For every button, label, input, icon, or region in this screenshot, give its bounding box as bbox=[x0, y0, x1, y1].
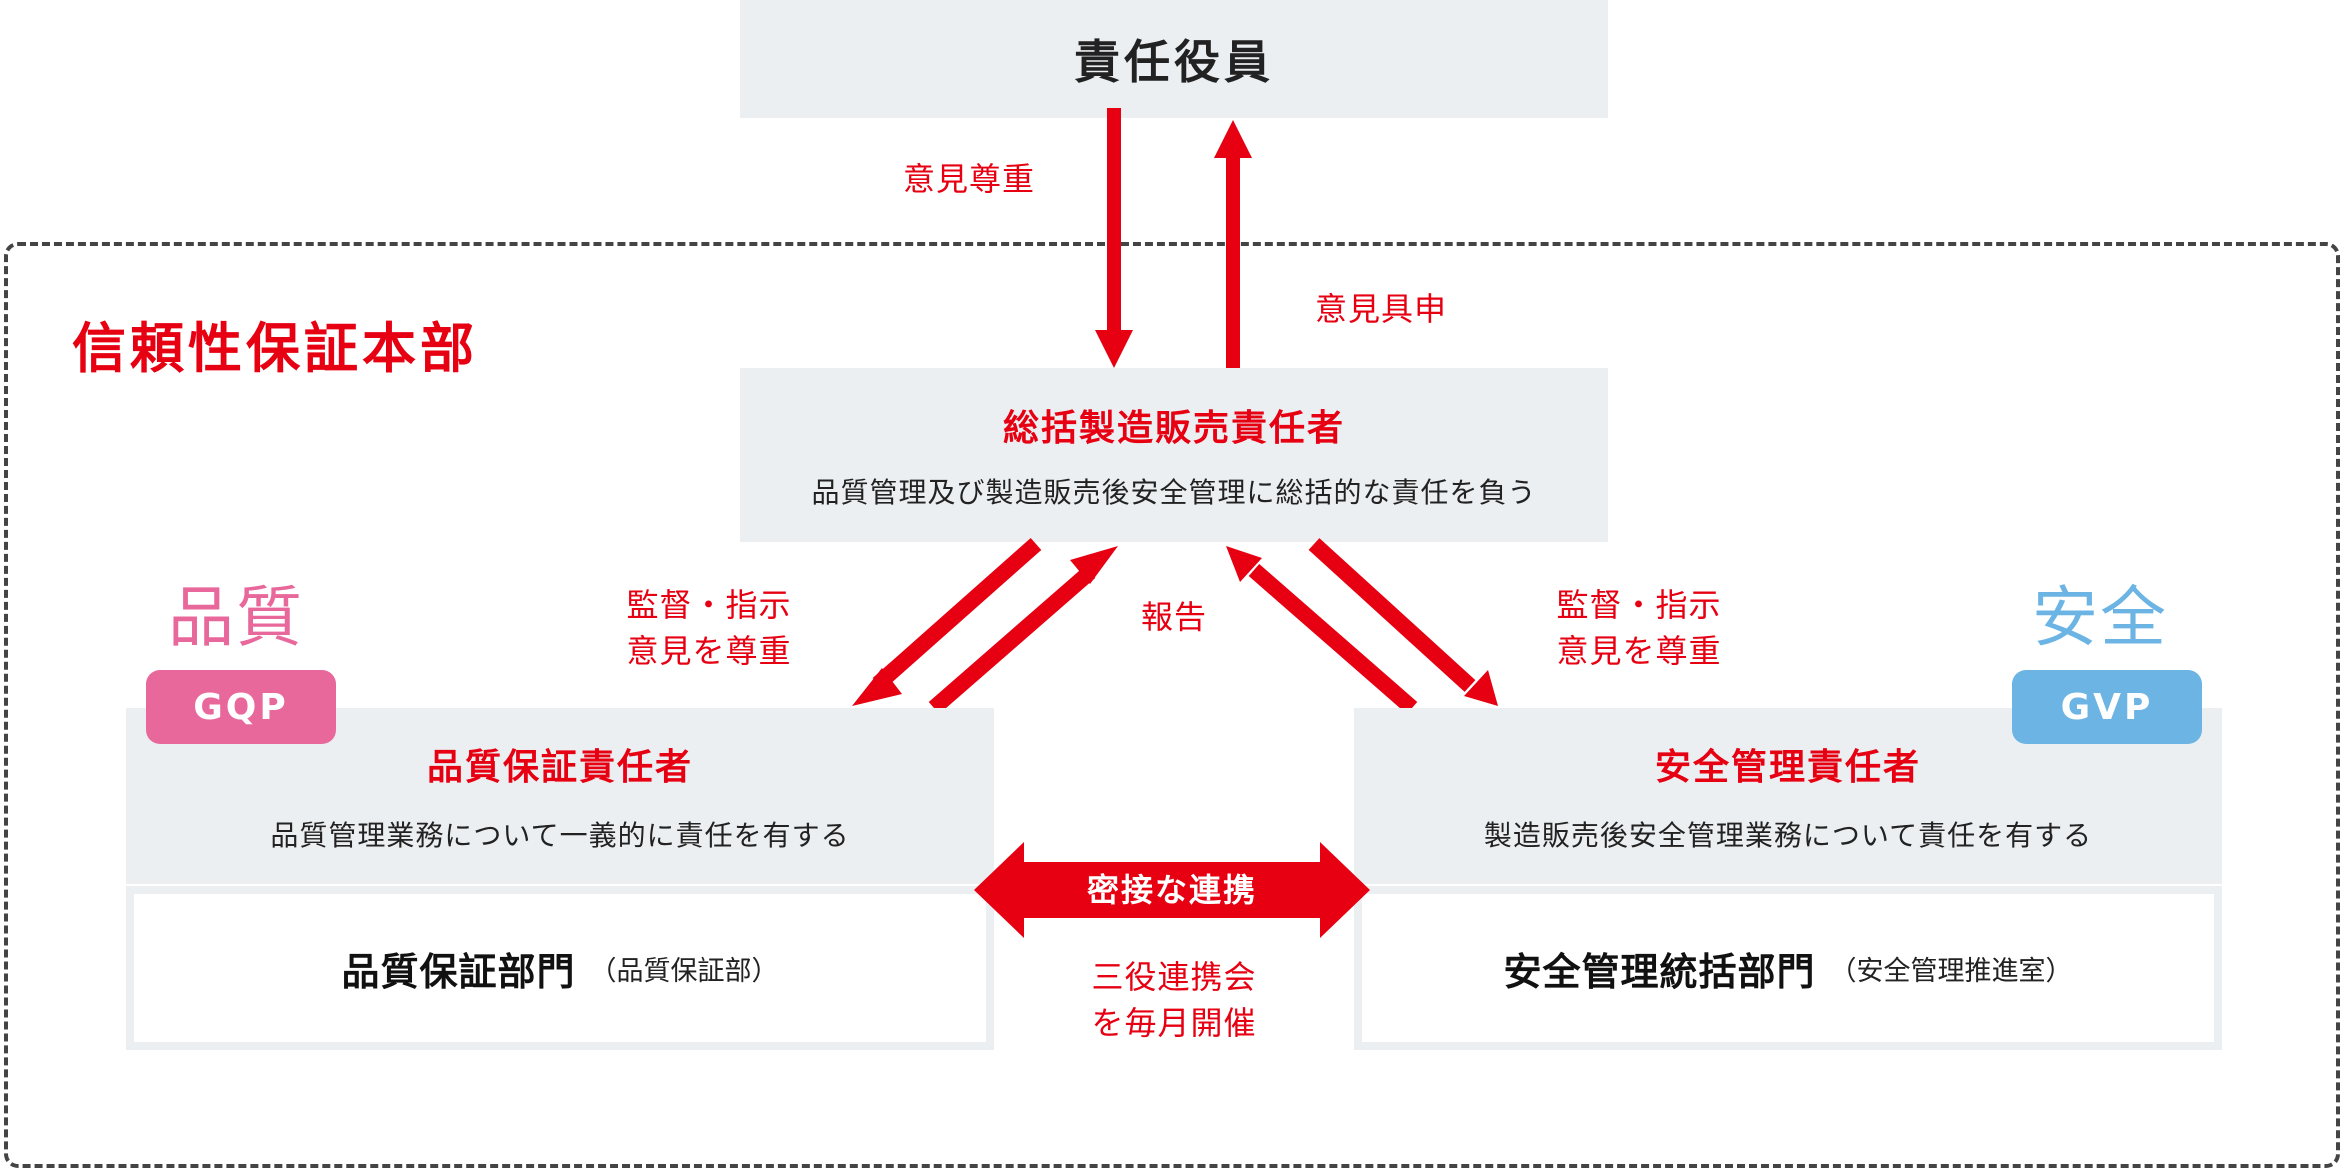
meeting-line-2: を毎月開催 bbox=[1091, 1004, 1257, 1042]
division-title: 信頼性保証本部 bbox=[72, 317, 478, 380]
quality-manager-description: 品質管理業務について一義的に責任を有する bbox=[270, 819, 850, 852]
left-instruction-line-2: 意見を尊重 bbox=[626, 632, 792, 670]
express-opinion-arrow bbox=[1214, 120, 1252, 368]
report-label: 報告 bbox=[1140, 598, 1207, 636]
executive-title: 責任役員 bbox=[1074, 35, 1274, 89]
meeting-line-1: 三役連携会 bbox=[1091, 958, 1257, 996]
right-instruction-label: 監督・指示 意見を尊重 bbox=[1544, 582, 1734, 674]
quality-heading: 品質 bbox=[168, 579, 304, 656]
quality-dept-box: 品質保証部門 （品質保証部） bbox=[126, 886, 994, 1050]
left-instruction-label: 監督・指示 意見を尊重 bbox=[614, 582, 804, 674]
general-manager-title: 総括製造販売責任者 bbox=[1002, 408, 1345, 449]
cooperation-label: 密接な連携 bbox=[1086, 871, 1257, 909]
safety-dept-name: 安全管理統括部門 bbox=[1503, 949, 1816, 994]
express-opinion-label: 意見具申 bbox=[1314, 290, 1447, 328]
general-manager-box: 総括製造販売責任者 品質管理及び製造販売後安全管理に総括的な責任を負う bbox=[740, 368, 1608, 542]
respect-opinion-arrow bbox=[1095, 108, 1133, 368]
meeting-label: 三役連携会 を毎月開催 bbox=[1064, 954, 1284, 1046]
cooperation-arrow bbox=[974, 842, 1370, 938]
left-instruction-arrowhead bbox=[852, 668, 902, 706]
general-manager-description: 品質管理及び製造販売後安全管理に総括的な責任を負う bbox=[811, 476, 1537, 509]
right-instruction-arrow-line bbox=[1308, 538, 1476, 692]
quality-dept-name: 品質保証部門 bbox=[341, 949, 576, 994]
executive-box: 責任役員 bbox=[740, 0, 1608, 118]
safety-heading: 安全 bbox=[2032, 579, 2168, 656]
gqp-badge: GQP bbox=[146, 670, 336, 744]
right-instruction-arrowhead bbox=[1464, 670, 1498, 706]
left-report-arrow-line bbox=[928, 565, 1096, 715]
right-report-arrow-line bbox=[1248, 563, 1418, 715]
left-report-arrowhead bbox=[1070, 546, 1118, 584]
quality-manager-title: 品質保証責任者 bbox=[426, 747, 693, 788]
safety-dept-box: 安全管理統括部門 （安全管理推進室） bbox=[1354, 886, 2222, 1050]
right-instruction-line-2: 意見を尊重 bbox=[1556, 632, 1722, 670]
safety-manager-title: 安全管理責任者 bbox=[1654, 747, 1921, 788]
right-instruction-line-1: 監督・指示 bbox=[1556, 586, 1722, 624]
right-report-arrowhead bbox=[1226, 546, 1262, 582]
left-instruction-line-1: 監督・指示 bbox=[626, 586, 792, 624]
gvp-badge: GVP bbox=[2012, 670, 2202, 744]
quality-dept-sub: （品質保証部） bbox=[589, 955, 779, 987]
division-frame bbox=[4, 242, 2340, 1168]
respect-opinion-label: 意見尊重 bbox=[902, 160, 1035, 198]
safety-dept-sub: （安全管理推進室） bbox=[1829, 955, 2073, 987]
safety-manager-description: 製造販売後安全管理業務について責任を有する bbox=[1483, 819, 2093, 852]
left-instruction-arrow-line bbox=[872, 538, 1042, 690]
